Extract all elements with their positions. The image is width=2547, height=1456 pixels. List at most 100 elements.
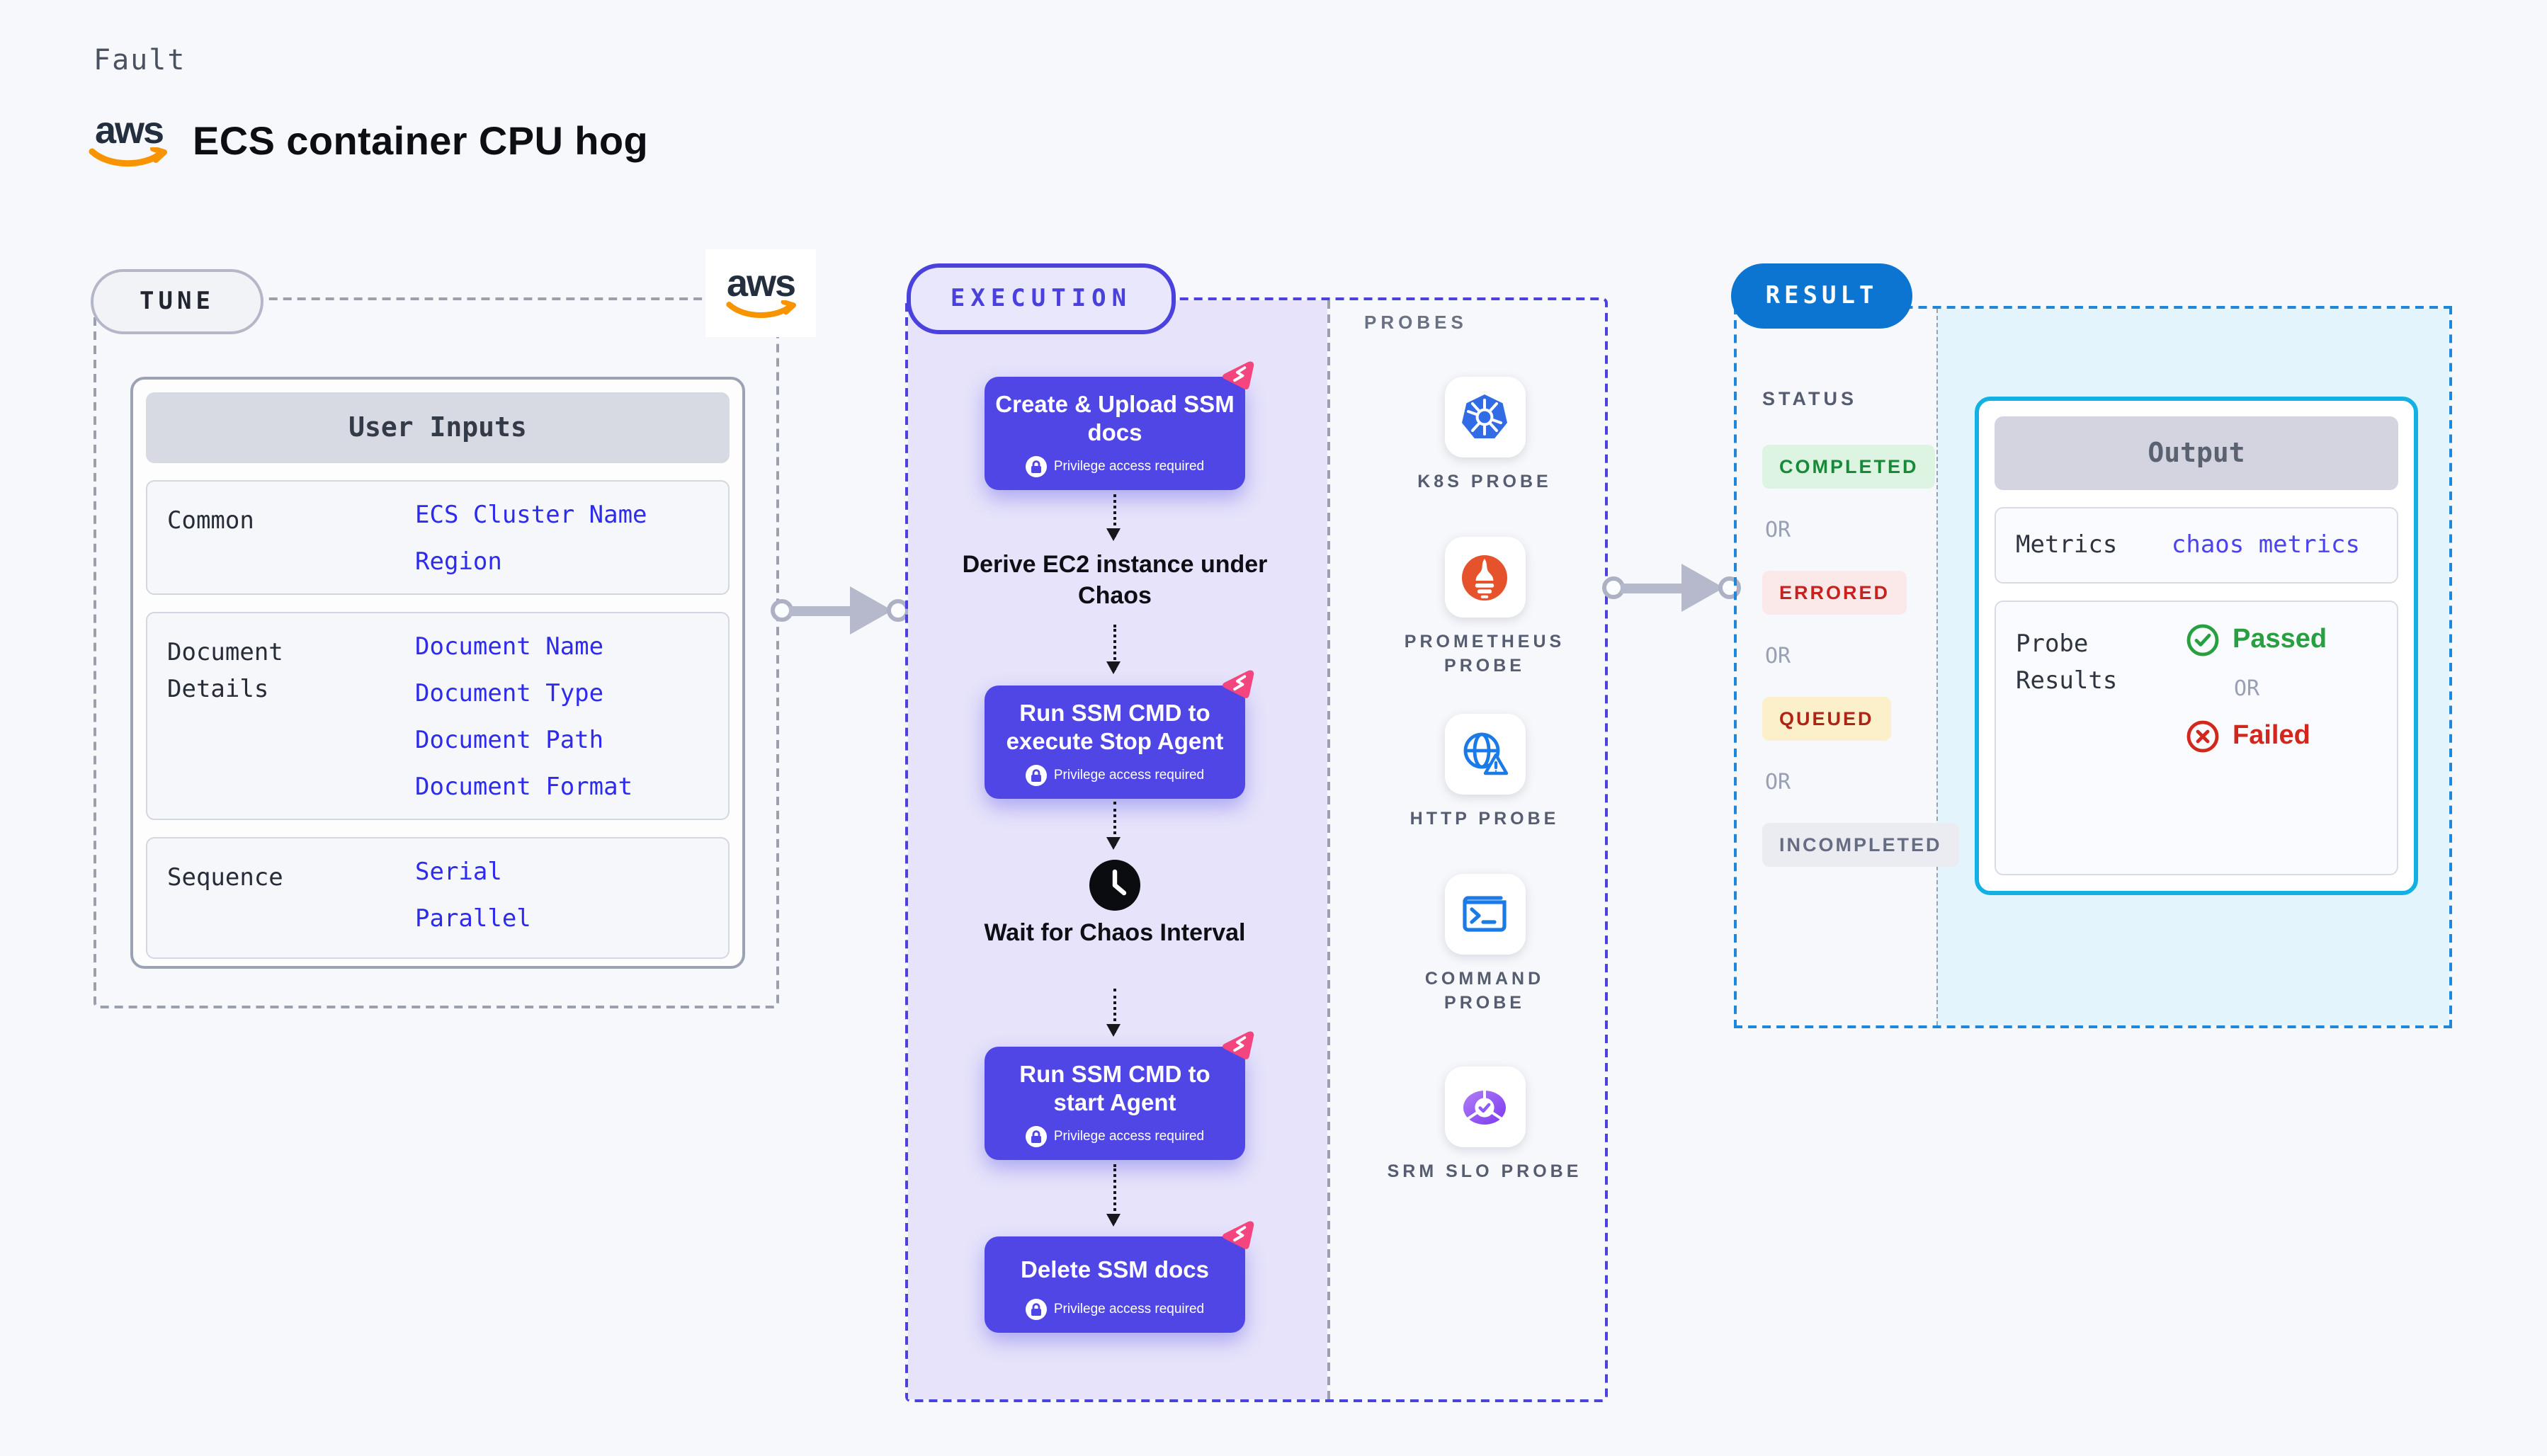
- flow-arrow-down: [1106, 494, 1121, 541]
- probe-label: HTTP PROBE: [1409, 809, 1560, 829]
- arrow-head: [850, 586, 892, 635]
- result-pill: RESULT: [1731, 263, 1912, 329]
- status-badge-queued: QUEUED: [1762, 697, 1891, 741]
- fault-eyebrow: Fault: [93, 42, 186, 76]
- user-inputs-header: User Inputs: [146, 392, 730, 463]
- tune-aws-logo: aws: [705, 249, 816, 337]
- chaos-experiment-icon: [1223, 670, 1254, 698]
- probe-srm-slo: SRM SLO PROBE: [1385, 1067, 1584, 1184]
- step-create-upload-ssm-docs: Create & Upload SSM docs Privilege acces…: [985, 361, 1254, 490]
- globe-alert-icon: [1463, 732, 1509, 775]
- step-derive-ec2-instance: Derive EC2 instance under Chaos: [962, 551, 1268, 608]
- or-label: OR: [1765, 643, 1791, 669]
- privilege-badge: Privilege access required: [993, 456, 1237, 477]
- step-delete-ssm-docs: Delete SSM docs Privilege access require…: [985, 1221, 1254, 1333]
- aws-wordmark: aws: [94, 109, 164, 152]
- group-label: Common: [167, 507, 254, 535]
- lock-icon: [1025, 456, 1047, 477]
- privilege-badge: Privilege access required: [993, 1299, 1237, 1320]
- input-value: Document Type: [415, 680, 604, 708]
- input-value: Region: [415, 548, 502, 576]
- aws-smile-icon: [726, 300, 796, 317]
- flow-arrow-down: [1106, 989, 1121, 1037]
- step-wait-for-chaos-interval: Wait for Chaos Interval: [984, 919, 1246, 946]
- privilege-badge-label: Privilege access required: [1053, 1302, 1205, 1317]
- prometheus-flame-icon: [1462, 554, 1507, 600]
- probe-label: PROMETHEUS PROBE: [1404, 632, 1565, 676]
- user-inputs-group-document-details: Document Details Document Name Document …: [146, 612, 730, 820]
- group-label: Sequence: [167, 864, 283, 892]
- terminal-icon: [1463, 895, 1507, 931]
- lock-icon: [1025, 1299, 1047, 1320]
- slo-gauge-check-icon: [1463, 1090, 1506, 1124]
- aws-logo: aws: [88, 109, 170, 176]
- aws-wordmark: aws: [726, 261, 796, 304]
- flow-arrow-down: [1106, 1164, 1121, 1227]
- failed-label: Failed: [2233, 721, 2310, 751]
- metrics-row: Metrics chaos metrics: [1995, 507, 2398, 584]
- user-inputs-group-common: Common ECS Cluster Name Region: [146, 480, 730, 595]
- probe-card: [1444, 377, 1525, 457]
- probe-results-label: Probe Results: [2016, 630, 2118, 695]
- x-circle-icon: [2186, 720, 2219, 753]
- arrow-shaft: [789, 605, 854, 615]
- status-column: STATUS COMPLETED OR ERRORED OR QUEUED OR…: [1762, 388, 1975, 867]
- tune-section-box: [93, 297, 779, 1008]
- chaos-experiment-icon: [1223, 1031, 1254, 1059]
- privilege-badge-label: Privilege access required: [1053, 459, 1205, 474]
- execution-to-result-arrow: [1602, 564, 1741, 612]
- status-title: STATUS: [1762, 388, 1857, 409]
- privilege-badge-label: Privilege access required: [1053, 1129, 1205, 1144]
- group-label: Document Details: [167, 639, 283, 704]
- passed-label: Passed: [2233, 625, 2327, 654]
- user-inputs-card: User Inputs Common ECS Cluster Name Regi…: [130, 377, 745, 969]
- status-badge-incompleted: INCOMPLETED: [1762, 823, 1959, 867]
- aws-smile-icon: [89, 146, 167, 167]
- probe-label: SRM SLO PROBE: [1387, 1161, 1582, 1181]
- metrics-value: chaos metrics: [2171, 531, 2360, 559]
- or-label: OR: [2234, 676, 2260, 701]
- output-header: Output: [1995, 416, 2398, 490]
- probe-command: COMMAND PROBE: [1385, 874, 1584, 1016]
- passed-verdict: Passed: [2186, 623, 2327, 657]
- chaos-experiment-icon: [1223, 361, 1254, 389]
- probe-http: HTTP PROBE: [1385, 714, 1584, 831]
- metrics-label: Metrics: [2016, 531, 2118, 559]
- probe-card: [1444, 1067, 1525, 1147]
- probe-k8s: K8S PROBE: [1385, 377, 1584, 494]
- execution-pill: EXECUTION: [907, 263, 1176, 334]
- probe-label: COMMAND PROBE: [1424, 969, 1545, 1013]
- probe-verdicts: Passed OR Failed: [2169, 620, 2327, 855]
- privilege-badge: Privilege access required: [993, 765, 1237, 786]
- lock-icon: [1025, 1126, 1047, 1147]
- user-inputs-group-sequence: Sequence Serial Parallel: [146, 837, 730, 959]
- step-title: Create & Upload SSM docs: [995, 392, 1235, 446]
- probe-card: [1444, 874, 1525, 955]
- clock-icon: [1089, 860, 1140, 911]
- kubernetes-wheel-icon: [1462, 394, 1507, 438]
- chaos-experiment-icon: [1223, 1221, 1254, 1249]
- tune-pill: TUNE: [91, 269, 263, 334]
- flow-arrow-down: [1106, 625, 1121, 674]
- arrow-shaft: [1621, 583, 1686, 593]
- status-badge-errored: ERRORED: [1762, 571, 1907, 615]
- or-label: OR: [1765, 769, 1791, 795]
- step-title: Run SSM CMD to start Agent: [1019, 1062, 1210, 1116]
- tune-to-execution-arrow: [771, 586, 909, 635]
- probe-label: K8S PROBE: [1417, 472, 1552, 491]
- input-value: ECS Cluster Name: [415, 501, 647, 530]
- or-label: OR: [1765, 517, 1791, 542]
- input-value: Document Path: [415, 727, 604, 755]
- step-title: Delete SSM docs: [1021, 1258, 1209, 1283]
- execution-probes-divider: [1327, 300, 1330, 1399]
- input-value: Parallel: [415, 905, 531, 933]
- status-badge-completed: COMPLETED: [1762, 445, 1936, 489]
- probe-card: [1444, 714, 1525, 795]
- input-value: Document Format: [415, 773, 633, 802]
- input-value: Serial: [415, 858, 502, 887]
- step-title: Run SSM CMD to execute Stop Agent: [1006, 701, 1224, 755]
- output-card: Output Metrics chaos metrics Probe Resul…: [1975, 397, 2418, 895]
- flow-arrow-down: [1106, 802, 1121, 850]
- probes-column-title: PROBES: [1364, 312, 1468, 333]
